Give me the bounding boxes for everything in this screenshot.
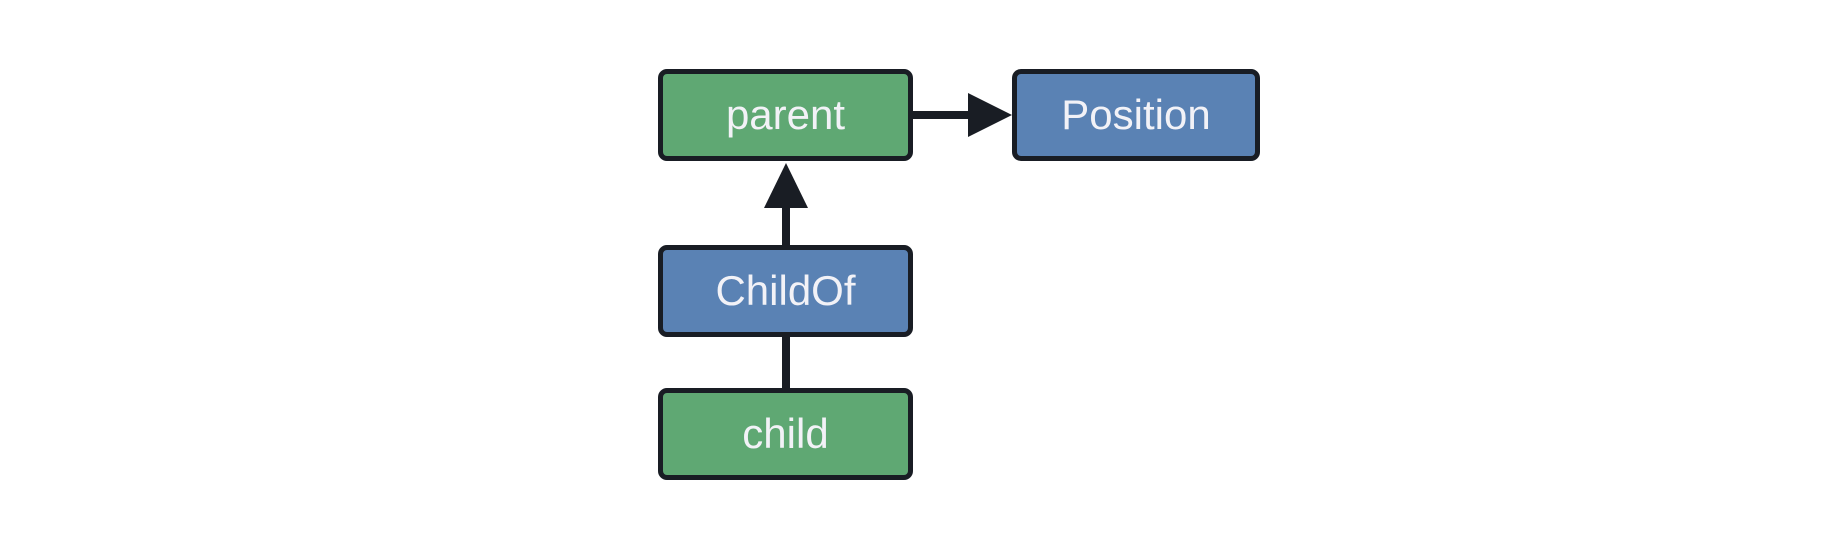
arrowhead-up-icon xyxy=(764,163,808,208)
node-childof-label: ChildOf xyxy=(715,267,856,314)
node-parent-label: parent xyxy=(725,91,846,138)
edge-childof-to-parent xyxy=(764,163,808,247)
edge-parent-to-position xyxy=(911,93,1012,137)
node-parent: parent xyxy=(658,69,913,161)
node-position: Position xyxy=(1012,69,1260,161)
node-position-label: Position xyxy=(1061,91,1211,138)
node-child-label: child xyxy=(742,410,829,457)
node-childof: ChildOf xyxy=(658,245,913,337)
arrowhead-right-icon xyxy=(968,93,1012,137)
node-child: child xyxy=(658,388,913,480)
